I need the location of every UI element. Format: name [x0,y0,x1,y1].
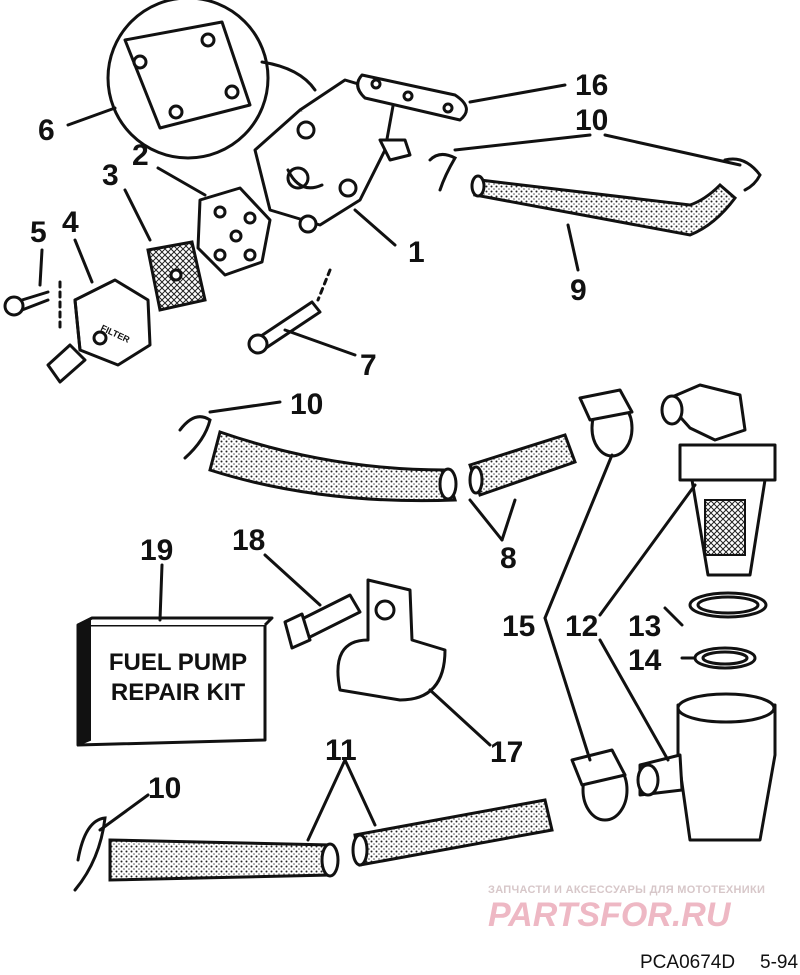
drawing-code: PCA0674D [640,952,735,973]
watermark: ЗАПЧАСТИ И АКСЕССУАРЫ ДЛЯ МОТОТЕХНИКИ PA… [488,884,765,934]
footer: PCA0674D 5-94 [640,952,798,973]
repair-kit-box-19: FUEL PUMP REPAIR KIT [76,616,274,747]
callout-18: 18 [232,524,265,557]
kit-line-1: FUEL PUMP [109,649,247,676]
callout-10-top: 10 [575,104,608,137]
callout-11: 11 [325,734,357,767]
callout-14: 14 [628,644,662,677]
gasket-16 [356,73,468,122]
screw-5 [3,280,62,332]
watermark-logo: PARTSFOR.RU [488,896,732,934]
callout-5: 5 [30,216,47,249]
callout-19: 19 [140,534,173,567]
hoses-11 [73,798,554,892]
clamp-15-bottom [570,748,629,822]
callout-4: 4 [62,206,79,239]
screw-7 [247,268,332,355]
callout-8: 8 [500,542,517,575]
gasket-detail-6 [106,0,317,160]
callout-3: 3 [102,159,119,192]
hoses-8 [178,415,577,503]
filter-cover-4: FILTER [46,278,152,384]
callout-6: 6 [38,114,55,147]
bolt-18 [283,593,362,650]
page-number: 5-94 [760,952,798,973]
callout-16: 16 [575,69,608,102]
callout-10-mid: 10 [290,388,323,421]
leader-lines [38,83,742,842]
fuel-filter-12 [636,383,777,842]
callout-numbers: 1 2 3 4 5 6 7 8 9 10 10 10 11 12 13 14 1… [30,69,662,805]
callout-13: 13 [628,610,661,643]
callout-1: 1 [408,236,425,269]
callout-12: 12 [565,610,598,643]
bracket-17 [336,578,447,702]
diaphragm-2 [196,186,272,277]
clamp-15-top [578,388,634,458]
callout-7: 7 [360,349,377,382]
watermark-tagline: ЗАПЧАСТИ И АКСЕССУАРЫ ДЛЯ МОТОТЕХНИКИ [488,884,765,896]
callout-10-bottom: 10 [148,772,181,805]
screen-3 [146,240,207,312]
callout-2: 2 [132,139,149,172]
fuel-line-9 [428,153,762,237]
callout-17: 17 [490,736,523,769]
callout-15: 15 [502,610,535,643]
callout-9: 9 [570,274,587,307]
kit-line-2: REPAIR KIT [111,679,246,706]
